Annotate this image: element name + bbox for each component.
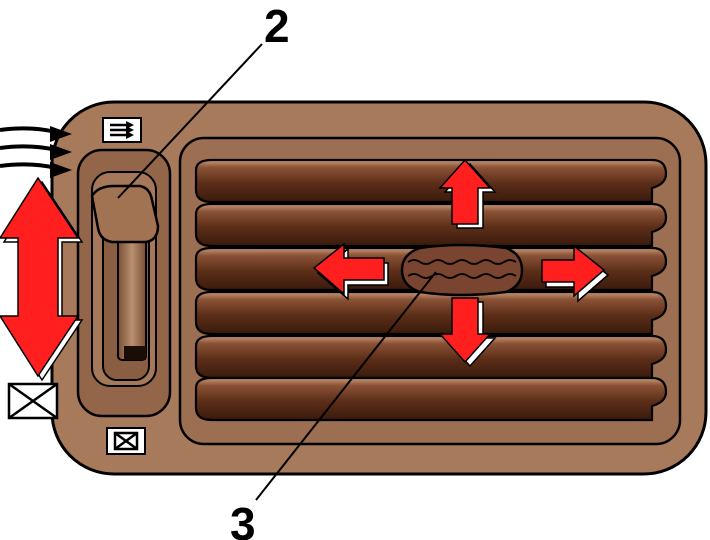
louver-blade[interactable] [194,158,668,204]
thumbwheel-stop [124,346,146,360]
arrow-up-icon [438,158,497,229]
knob-grip [407,273,517,279]
thumbwheel[interactable] [90,184,160,244]
closed-position-icon [7,382,59,420]
airflow-lines-icon [0,126,72,178]
louver-blade[interactable] [194,376,668,422]
louver-blade[interactable] [194,290,668,336]
leader-line-2 [117,43,263,199]
arrow-right-icon [541,244,610,303]
arrow-down-icon [438,297,497,368]
callout-3: 3 [230,498,256,540]
knob-grip [407,259,517,265]
thumbwheel-slot-inner [117,227,147,361]
callout-2: 2 [264,0,290,52]
airflow-closed-icon [106,427,146,455]
louver-blade[interactable] [194,334,668,380]
louver-blade[interactable] [194,202,668,248]
leader-line-3 [255,271,437,501]
adjuster-knob[interactable] [400,243,524,297]
airflow-open-icon [102,117,142,143]
arrow-left-icon [312,242,389,301]
thumbwheel-rotation-arrow-icon [0,176,84,382]
